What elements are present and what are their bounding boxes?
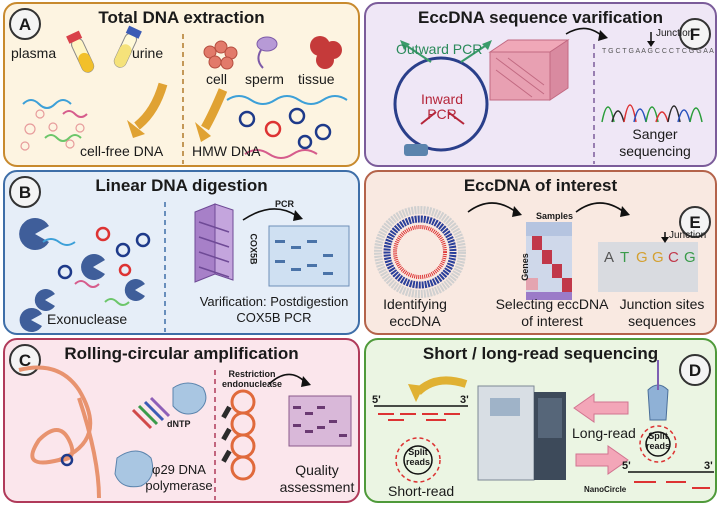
label-samples: Samples bbox=[536, 211, 574, 221]
label-restriction-line2: endonuclease bbox=[221, 378, 283, 389]
label-sperm: sperm bbox=[245, 71, 284, 87]
base-0: A bbox=[604, 249, 615, 266]
base-5: G bbox=[684, 249, 696, 266]
panel-b: Linear DNA digestion B bbox=[3, 170, 360, 335]
label-quality-line1: Quality bbox=[295, 462, 339, 478]
label-junction-e: Junction bbox=[669, 230, 707, 241]
panel-d-title: Short / long-read sequencing bbox=[422, 344, 659, 363]
label-identifying-line1: Identifying bbox=[383, 296, 447, 312]
label-phi29-line2: polymerase bbox=[145, 477, 213, 493]
panel-e-illustration bbox=[374, 202, 698, 300]
label-selecting-line1: Selecting eccDNA bbox=[495, 296, 609, 312]
label-cell: cell bbox=[206, 71, 228, 87]
label-inward-pcr: Inward PCR bbox=[416, 91, 468, 123]
panel-c: Rolling-circular amplification C bbox=[3, 338, 360, 503]
label-junction-f: Junction bbox=[656, 28, 694, 39]
label-sanger-line1: Sanger bbox=[632, 126, 678, 142]
label-pcr: PCR bbox=[275, 199, 295, 209]
label-nanocircle: NanoCircle bbox=[584, 485, 627, 494]
label-sanger-line2: sequencing bbox=[619, 142, 691, 159]
panel-e-title: EccDNA of interest bbox=[463, 176, 618, 195]
label-identifying-line2: eccDNA bbox=[389, 312, 441, 329]
panel-f: EccDNA sequence varification F bbox=[364, 2, 717, 167]
label-junction-sites-line2: sequences bbox=[628, 312, 696, 329]
panel-f-illustration bbox=[393, 27, 703, 164]
label-split-long-line1: Split bbox=[648, 431, 668, 441]
label-outward-pcr: Outward PCR bbox=[396, 41, 483, 57]
label-inward-line2: PCR bbox=[427, 106, 457, 123]
label-identifying: Identifying eccDNA bbox=[370, 296, 460, 330]
panel-f-title: EccDNA sequence varification bbox=[417, 8, 663, 27]
panel-a-title: Total DNA extraction bbox=[98, 8, 265, 27]
label-3prime-short: 3' bbox=[460, 394, 469, 406]
label-restriction-endonuclease: Restriction endonuclease bbox=[217, 369, 287, 390]
label-selecting: Selecting eccDNA of interest bbox=[490, 296, 614, 330]
label-selecting-line2: of interest bbox=[521, 312, 583, 329]
label-5prime-short: 5' bbox=[372, 394, 381, 406]
label-genes: Genes bbox=[519, 253, 530, 281]
base-3: G bbox=[652, 249, 664, 266]
label-plasma: plasma bbox=[11, 45, 57, 61]
label-short-read: Short-read bbox=[388, 483, 455, 499]
label-split-reads-long: Split reads bbox=[640, 431, 676, 452]
label-verification-line1: Varification: Postdigestion bbox=[199, 294, 349, 309]
label-split-short-line1: Split bbox=[408, 447, 428, 457]
panel-d-badge: D bbox=[679, 354, 711, 386]
panel-a-illustration bbox=[20, 25, 348, 164]
label-split-reads-short: Split reads bbox=[400, 447, 436, 468]
label-split-long-line2: reads bbox=[645, 440, 671, 451]
panel-b-badge: B bbox=[9, 176, 41, 208]
panel-b-illustration bbox=[19, 202, 350, 332]
label-tissue: tissue bbox=[298, 71, 335, 87]
base-1: T bbox=[620, 249, 630, 266]
label-urine: urine bbox=[132, 45, 164, 61]
label-sanger-sequencing: Sanger sequencing bbox=[600, 126, 710, 160]
panel-d: Short / long-read sequencing D bbox=[364, 338, 717, 503]
panel-f-badge: F bbox=[679, 18, 711, 50]
base-4: C bbox=[668, 249, 679, 266]
label-hmw-dna: HMW DNA bbox=[192, 143, 261, 159]
label-quality-line2: assessment bbox=[279, 478, 355, 495]
panel-a: Total DNA extraction A bbox=[3, 2, 360, 167]
label-cox5b: COX5B bbox=[248, 233, 259, 265]
label-exonuclease: Exonuclease bbox=[47, 311, 128, 327]
panel-d-illustration bbox=[374, 360, 714, 489]
label-verification-line2: COX5B PCR bbox=[236, 310, 312, 326]
label-cell-free-dna: cell-free DNA bbox=[80, 143, 164, 159]
label-quality-assessment: Quality assessment bbox=[273, 462, 358, 496]
label-5prime-nano: 5' bbox=[622, 460, 631, 472]
label-junction-sites: Junction sites sequences bbox=[610, 296, 714, 330]
base-2: G bbox=[636, 249, 648, 266]
label-restriction-line1: Restriction bbox=[228, 369, 276, 379]
label-verification: Varification: Postdigestion COX5B PCR bbox=[189, 294, 358, 327]
label-long-read: Long-read bbox=[572, 425, 636, 441]
label-phi29-polymerase: φ29 DNA polymerase bbox=[141, 462, 217, 493]
panel-e-badge: E bbox=[679, 206, 711, 238]
panel-b-title: Linear DNA digestion bbox=[95, 176, 268, 195]
label-phi29-line1: φ29 DNA bbox=[152, 462, 206, 477]
panel-c-illustration bbox=[18, 365, 352, 500]
panel-e: EccDNA of interest E bbox=[364, 170, 717, 335]
label-split-short-line2: reads bbox=[405, 456, 431, 467]
label-dntp: dNTP bbox=[167, 419, 191, 429]
label-junction-sites-line1: Junction sites bbox=[619, 296, 705, 312]
panel-a-badge: A bbox=[9, 8, 41, 40]
label-inward-line1: Inward bbox=[420, 91, 464, 107]
panel-c-title: Rolling-circular amplification bbox=[64, 344, 299, 363]
label-3prime-nano: 3' bbox=[704, 460, 713, 472]
sequence-text: T G C T G A A G C C C T C G G A A bbox=[602, 48, 714, 55]
